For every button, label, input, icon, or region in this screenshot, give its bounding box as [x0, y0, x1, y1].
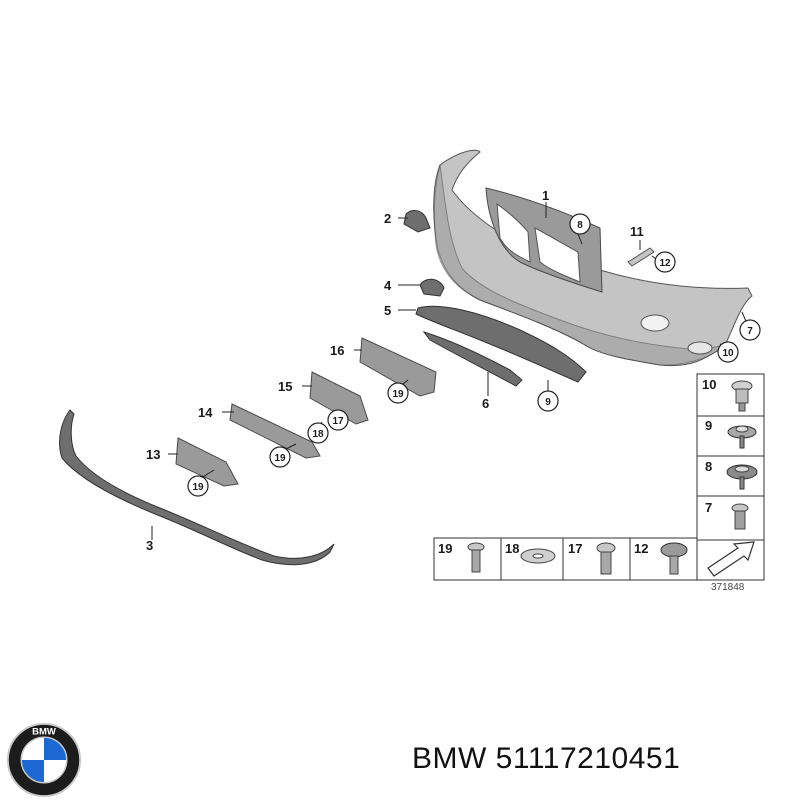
- part-5-lower-grille: [415, 305, 587, 383]
- callout-5: 5: [384, 303, 391, 318]
- fastener-legend-row: 19 18 17 12: [433, 537, 765, 581]
- part-16-plate: [359, 337, 437, 397]
- legend-18: 18: [505, 541, 519, 556]
- fastener-19-icon: [467, 542, 485, 573]
- diagram-id: 371848: [711, 582, 745, 593]
- callout-3: 3: [146, 538, 153, 553]
- callout-19-c: 19: [192, 482, 204, 493]
- part-2-cover: [403, 210, 431, 233]
- grille-frame: [485, 187, 603, 293]
- callout-13: 13: [146, 447, 160, 462]
- fastener-12-icon: [660, 542, 688, 575]
- direction-arrow-icon: [707, 541, 755, 577]
- legend-17: 17: [568, 541, 582, 556]
- callout-11: 11: [630, 224, 644, 239]
- svg-text:BMW: BMW: [32, 726, 56, 737]
- legend-12: 12: [634, 541, 648, 556]
- callout-labels: 1 2 3 4 5 6 11 13 14 15 16: [146, 188, 644, 553]
- part-14-plate: [229, 403, 321, 459]
- bmw-roundel-logo: BMW: [6, 722, 82, 798]
- fastener-8-icon: [726, 464, 758, 490]
- callout-2: 2: [384, 211, 391, 226]
- legend-8: 8: [705, 459, 712, 474]
- part-15-plate: [309, 371, 369, 425]
- caption-part-number: 51117210451: [495, 742, 681, 775]
- circled-callouts: 8 12 7 10 9 19 17 18 19 19: [187, 213, 761, 497]
- part-caption: BMW 51117210451: [412, 742, 680, 776]
- legend-10: 10: [702, 377, 716, 392]
- part-11-bracket: [627, 247, 655, 267]
- callout-16: 16: [330, 343, 344, 358]
- part-3-lower-spoiler: [59, 409, 335, 566]
- callout-4: 4: [384, 278, 392, 293]
- part-13-plate: [175, 437, 239, 487]
- fastener-9-icon: [727, 425, 757, 449]
- callout-8: 8: [577, 220, 583, 231]
- callout-14: 14: [198, 405, 213, 420]
- callout-6: 6: [482, 396, 489, 411]
- callout-1: 1: [542, 188, 549, 203]
- callout-10: 10: [722, 348, 734, 359]
- fastener-17-icon: [596, 542, 616, 575]
- part-4-cap: [419, 278, 445, 297]
- callout-19-b: 19: [274, 453, 286, 464]
- callout-17: 17: [332, 416, 344, 427]
- fastener-legend-column: 10 9 8 7: [696, 373, 765, 541]
- part-6-strip: [422, 331, 523, 387]
- callout-15: 15: [278, 379, 292, 394]
- callout-19-a: 19: [392, 389, 404, 400]
- callout-7: 7: [747, 326, 753, 337]
- fastener-10-icon: [731, 380, 753, 412]
- caption-brand: BMW: [412, 742, 487, 775]
- callout-12: 12: [659, 258, 671, 269]
- callout-9: 9: [545, 397, 551, 408]
- legend-7: 7: [705, 500, 712, 515]
- fastener-18-icon: [520, 548, 556, 564]
- legend-9: 9: [705, 418, 712, 433]
- callout-18: 18: [312, 429, 324, 440]
- legend-19: 19: [438, 541, 452, 556]
- fastener-7-icon: [731, 503, 749, 530]
